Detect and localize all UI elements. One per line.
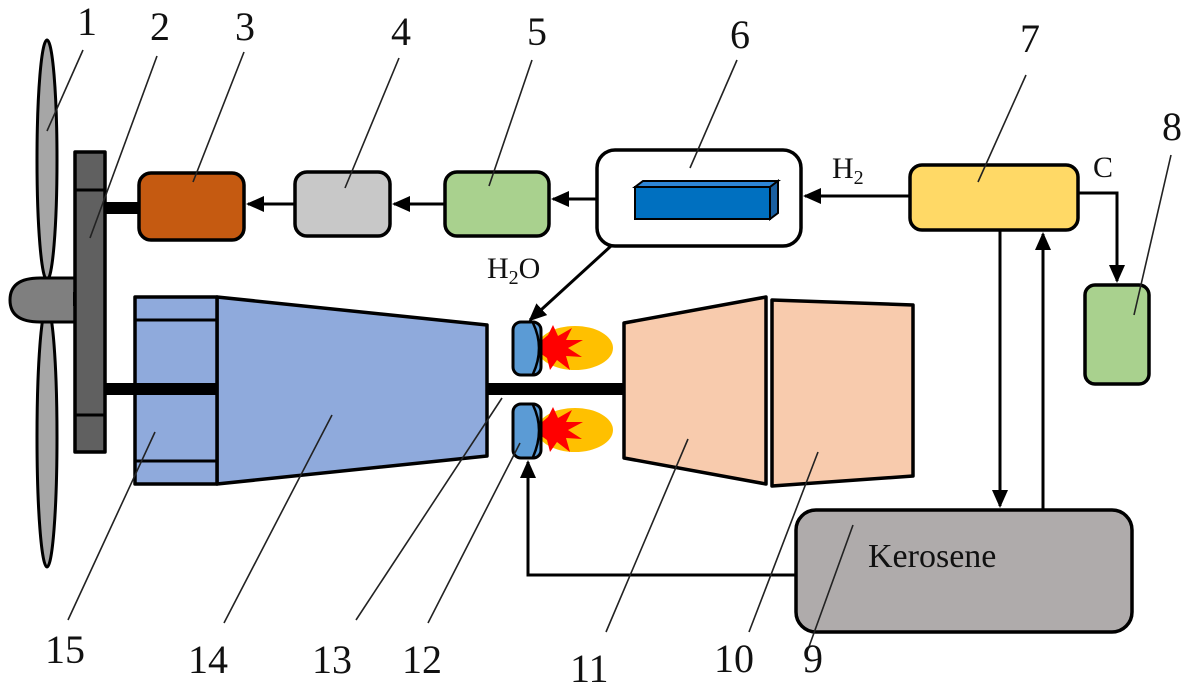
- fuel-cell-stack: [634, 186, 771, 220]
- leader-3: [192, 51, 245, 183]
- leader-10: [748, 451, 819, 633]
- flow-fuelcell-water-to-combustor: [528, 244, 613, 322]
- flow-tank-to-combustor: [520, 460, 796, 577]
- propeller-blade-lower: [35, 305, 59, 569]
- kerosene-label: Kerosene: [868, 538, 996, 575]
- label-12: 12: [402, 637, 442, 682]
- leader-4: [344, 57, 400, 189]
- combustor-lower: [511, 402, 613, 460]
- leader-9: [805, 524, 854, 656]
- carbon-label: C: [1093, 151, 1113, 184]
- flow-reformer-to-storage-carbon: [1078, 191, 1125, 283]
- compressor: [215, 295, 489, 486]
- label-3: 3: [235, 4, 255, 49]
- label-4: 4: [391, 9, 411, 54]
- carbon-storage: [1083, 283, 1151, 386]
- label-5: 5: [527, 9, 547, 54]
- electric-motor: [137, 171, 246, 242]
- label-2: 2: [150, 4, 170, 49]
- leader-8: [1133, 154, 1172, 316]
- h2-label: H2: [832, 152, 864, 189]
- leader-11: [605, 438, 689, 633]
- propeller: [8, 38, 81, 569]
- leader-14: [223, 414, 333, 624]
- battery: [443, 170, 551, 238]
- label-7: 7: [1020, 16, 1040, 61]
- leader-15: [67, 431, 156, 621]
- leader-13: [355, 397, 503, 621]
- leader-7: [977, 74, 1027, 183]
- label-11: 11: [570, 646, 609, 690]
- flame-inner-upper: [533, 325, 583, 370]
- propeller-blade-upper: [35, 38, 59, 282]
- label-6: 6: [730, 12, 750, 57]
- label-8: 8: [1162, 104, 1182, 149]
- gearbox: [73, 150, 107, 454]
- label-10: 10: [714, 636, 754, 681]
- power-converter: [293, 170, 392, 238]
- intake: [133, 295, 219, 486]
- label-1: 1: [77, 0, 97, 44]
- label-9: 9: [803, 636, 823, 681]
- leader-12: [427, 442, 521, 624]
- reformer: [908, 163, 1080, 232]
- combustor-upper: [511, 320, 613, 377]
- label-13: 13: [312, 637, 352, 682]
- water-label: H2O: [487, 252, 540, 289]
- leader-2: [89, 55, 158, 239]
- propeller-spinner: [8, 276, 77, 324]
- leader-5: [488, 59, 533, 187]
- label-15: 15: [45, 627, 85, 672]
- motor-shaft: [105, 202, 140, 214]
- label-14: 14: [188, 637, 228, 682]
- flame-inner-lower: [533, 407, 583, 452]
- turbine-shaft: [487, 383, 625, 395]
- fuel-cell-stack-side: [769, 179, 779, 221]
- turbine: [770, 298, 915, 488]
- fuel-cell: [595, 148, 803, 248]
- turbine-stage: [622, 295, 768, 486]
- kerosene-tank: Kerosene: [794, 508, 1134, 634]
- leader-1: [46, 49, 84, 132]
- leader-6: [689, 59, 738, 169]
